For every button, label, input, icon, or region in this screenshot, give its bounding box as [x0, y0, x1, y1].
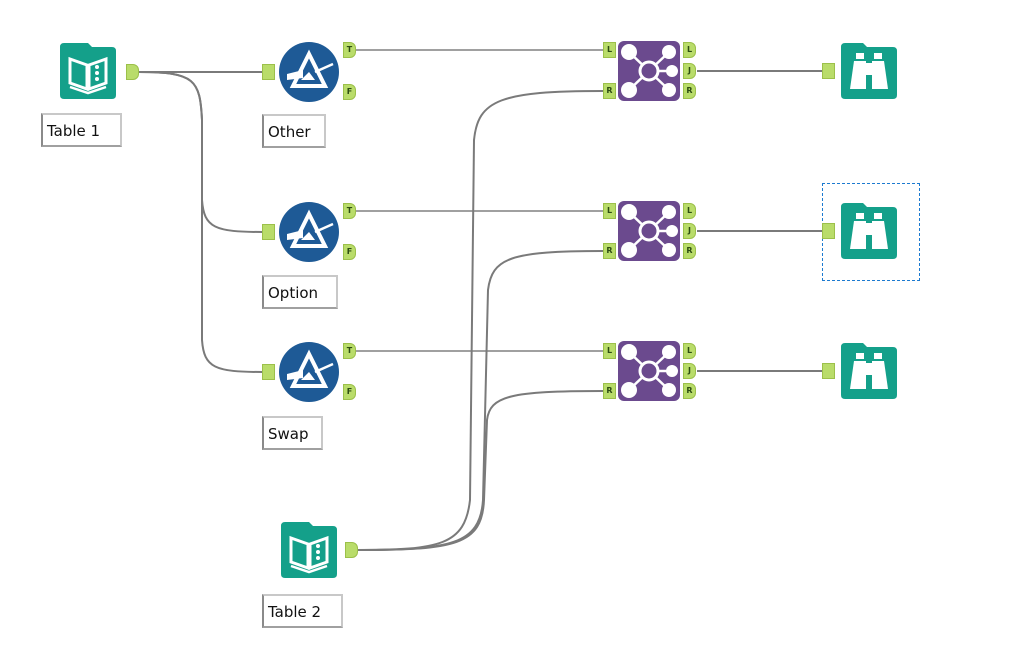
join-tool-3[interactable]: [618, 341, 680, 405]
filter-prism-icon: [279, 202, 339, 262]
join1-right-input-anchor[interactable]: R: [603, 83, 616, 99]
book-input-icon: [281, 522, 337, 578]
join2-left-output-anchor[interactable]: L: [683, 203, 696, 219]
binoculars-icon: [841, 203, 897, 259]
binoculars-icon: [841, 343, 897, 399]
filter-prism-icon: [279, 342, 339, 402]
browse3-input-anchor[interactable]: [822, 363, 835, 379]
table1-output-anchor[interactable]: [126, 64, 139, 80]
join1-join-output-anchor[interactable]: J: [683, 63, 696, 79]
join2-left-input-anchor[interactable]: L: [603, 203, 616, 219]
join-hub-icon: [618, 41, 680, 101]
filter-swap-true-anchor[interactable]: T: [343, 343, 356, 359]
tool-label-table2: Table 2: [262, 594, 343, 628]
input-tool-table2[interactable]: [279, 520, 339, 584]
filter-option-input-anchor[interactable]: [262, 224, 275, 240]
browse1-input-anchor[interactable]: [822, 63, 835, 79]
connection-table2-join1[interactable]: [356, 90, 604, 551]
browse-tool-2[interactable]: [839, 201, 899, 265]
join1-left-input-anchor[interactable]: L: [603, 42, 616, 58]
join1-left-output-anchor[interactable]: L: [683, 42, 696, 58]
filter-option-false-anchor[interactable]: F: [343, 244, 356, 260]
table2-output-anchor[interactable]: [345, 542, 358, 558]
tool-label-table1: Table 1: [41, 113, 122, 147]
join3-right-output-anchor[interactable]: R: [683, 383, 696, 399]
filter-swap-input-anchor[interactable]: [262, 364, 275, 380]
browse-tool-3[interactable]: [839, 341, 899, 405]
filter-other-false-anchor[interactable]: F: [343, 84, 356, 100]
browse-tool-1[interactable]: [839, 41, 899, 105]
join3-left-input-anchor[interactable]: L: [603, 343, 616, 359]
join3-left-output-anchor[interactable]: L: [683, 343, 696, 359]
filter-tool-option[interactable]: [279, 202, 339, 266]
connection-table2-join3[interactable]: [356, 390, 604, 551]
join2-join-output-anchor[interactable]: J: [683, 223, 696, 239]
join-hub-icon: [618, 201, 680, 261]
filter-tool-other[interactable]: [279, 42, 339, 106]
join2-right-input-anchor[interactable]: R: [603, 243, 616, 259]
tool-label-swap: Swap: [262, 416, 323, 450]
filter-swap-false-anchor[interactable]: F: [343, 384, 356, 400]
filter-prism-icon: [279, 42, 339, 102]
connection-table2-join2[interactable]: [356, 250, 604, 551]
tool-label-option: Option: [262, 275, 338, 309]
connection-table1-swap[interactable]: [138, 71, 264, 373]
join-tool-1[interactable]: [618, 41, 680, 105]
binoculars-icon: [841, 43, 897, 99]
join1-right-output-anchor[interactable]: R: [683, 83, 696, 99]
input-tool-table1[interactable]: [58, 41, 118, 105]
join3-join-output-anchor[interactable]: J: [683, 363, 696, 379]
filter-other-true-anchor[interactable]: T: [343, 42, 356, 58]
filter-other-input-anchor[interactable]: [262, 64, 275, 80]
join3-right-input-anchor[interactable]: R: [603, 383, 616, 399]
filter-tool-swap[interactable]: [279, 342, 339, 406]
tool-label-other: Other: [262, 114, 326, 148]
filter-option-true-anchor[interactable]: T: [343, 203, 356, 219]
join2-right-output-anchor[interactable]: R: [683, 243, 696, 259]
book-input-icon: [60, 43, 116, 99]
browse2-input-anchor[interactable]: [822, 223, 835, 239]
join-hub-icon: [618, 341, 680, 401]
join-tool-2[interactable]: [618, 201, 680, 265]
